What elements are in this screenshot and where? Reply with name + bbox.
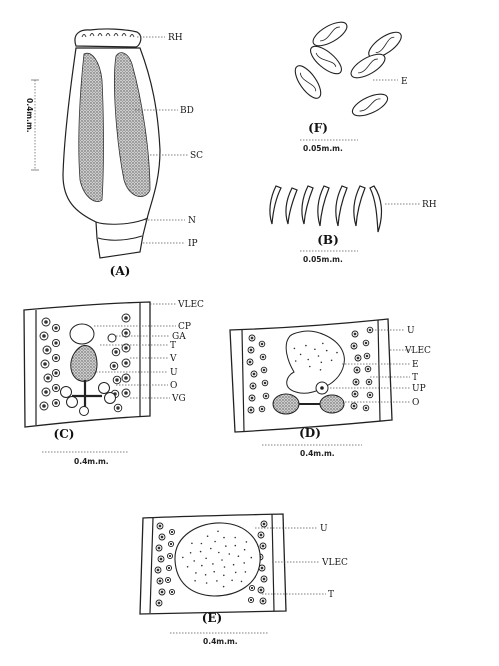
ovary-c [60,382,116,416]
label-vg: VG [171,394,186,404]
caption-b: (B) [317,233,339,247]
egg [312,21,348,47]
caption-e: (E) [202,611,223,625]
label-v: V [169,354,177,364]
segment-e-outline [139,513,287,615]
label-e-d: E [412,360,419,370]
label-up: UP [412,384,426,394]
neck [95,217,149,225]
egg [310,45,342,75]
egg-group [294,21,402,117]
label-n: N [188,216,196,226]
uterus-eggs [293,342,338,371]
segment-d-outline [229,318,393,433]
testis-c [70,345,98,382]
label-ip: IP [188,239,198,249]
panel-c: VLEC CP GA T V U O VG (C) 0.4m.m. [23,300,204,466]
label-bd: BD [180,106,194,116]
scale-label-f: 0.05m.m. [303,144,343,153]
panel-a: RH BD SC N IP 0.4m.m. (A) [25,28,203,278]
panel-f: E (F) 0.05m.m. [294,21,408,153]
label-o-d: O [412,398,419,408]
hook [369,185,383,233]
uterus-eggs [182,530,253,588]
egg [294,65,322,99]
caption-f: (F) [308,121,328,135]
vitelline-follicles [246,326,374,414]
label-rh: RH [168,33,183,43]
scale-label-c: 0.4m.m. [74,457,109,466]
hook [353,185,366,227]
scale-label-d: 0.4m.m. [300,449,335,458]
scale-label-e: 0.4m.m. [203,637,238,646]
segment-c-outline [23,301,151,428]
label-cp: CP [178,322,191,332]
panel-e: U VLEC T (E) 0.4m.m. [139,513,348,646]
hook [317,185,330,227]
hooks-row [81,33,135,38]
panel-d: U VLEC E T UP O (D) 0.4m.m. [229,318,431,458]
label-u-d: U [407,326,415,336]
hook [335,185,348,227]
label-vlec-c: VLEC [177,300,204,310]
cirrus-pouch [69,323,95,345]
label-rh-b: RH [422,200,437,210]
label-e: E [401,77,408,87]
caption-c: (C) [54,427,75,441]
panel-b [269,185,383,233]
hook [301,185,314,225]
label-vlec-d: VLEC [404,346,431,356]
scale-label-a: 0.4m.m. [25,98,34,133]
hook [269,185,282,225]
scale-label-b: 0.05m.m. [303,255,343,264]
uterus-e [174,522,261,597]
label-t-e: T [328,590,334,600]
left-duct [78,52,104,202]
right-duct [114,52,151,197]
uterus-d [285,330,345,394]
label-sc: SC [190,151,203,161]
label-u-e: U [320,524,328,534]
label-t-d: T [412,373,418,383]
egg [350,53,386,79]
vitelline-follicles [39,313,131,413]
label-vlec-e: VLEC [321,558,348,568]
caption-d: (D) [299,426,321,440]
hook [285,187,298,225]
caption-a: (A) [110,264,131,278]
genital-atrium [107,333,117,343]
inverted-part [97,235,143,241]
label-u-c: U [170,368,178,378]
specimen-outline [62,47,161,259]
label-o-c: O [170,381,177,391]
rostellar-head [74,28,142,48]
label-t-c: T [170,341,176,351]
egg [351,93,389,117]
label-ga: GA [172,332,186,342]
